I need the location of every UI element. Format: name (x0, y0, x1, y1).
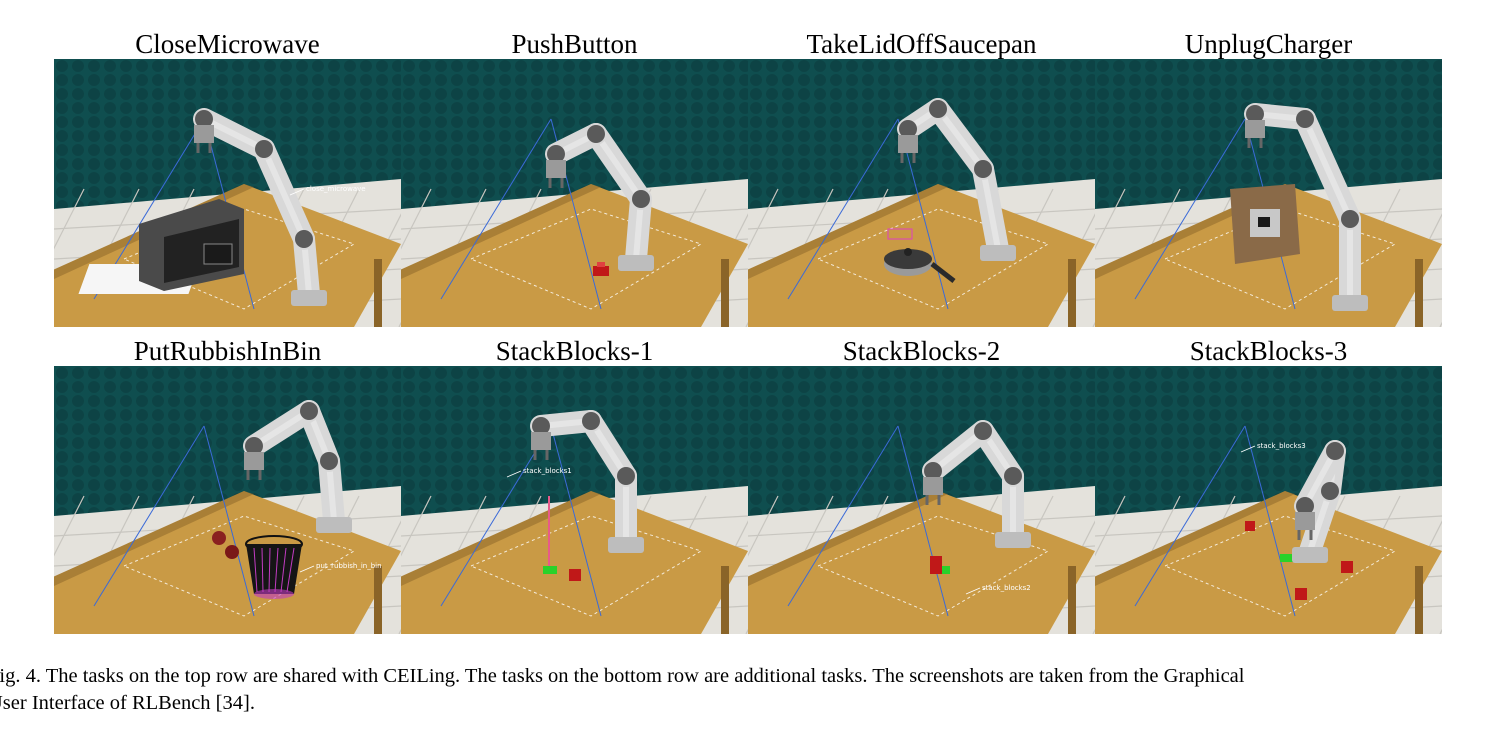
screenshot-stack-blocks-3: stack_blocks3 (1095, 366, 1442, 634)
figure: CloseMicrowave PushButton TakeLidOffSauc… (54, 29, 1442, 634)
svg-text:stack_blocks1: stack_blocks1 (523, 467, 572, 475)
svg-text:close_microwave: close_microwave (306, 185, 366, 193)
panel-title-put-rubbish-in-bin: PutRubbishInBin (133, 336, 322, 366)
screenshot-put-rubbish-in-bin: put_rubbish_in_bin (54, 366, 401, 634)
panel-title-stack-blocks-3: StackBlocks-3 (1189, 336, 1348, 366)
screenshot-stack-blocks-2: stack_blocks2 (748, 366, 1095, 634)
panel-title-stack-blocks-1: StackBlocks-1 (495, 336, 654, 366)
screenshot-push-button (401, 59, 748, 327)
panel-title-close-microwave: CloseMicrowave (135, 29, 320, 59)
panel-title-push-button: PushButton (511, 29, 638, 59)
svg-text:stack_blocks3: stack_blocks3 (1257, 442, 1306, 450)
caption-line-1: Fig. 4. The tasks on the top row are sha… (0, 665, 1245, 687)
svg-text:put_rubbish_in_bin: put_rubbish_in_bin (316, 562, 382, 570)
caption-line-2: User Interface of RLBench [34]. (0, 692, 255, 714)
svg-text:stack_blocks2: stack_blocks2 (982, 584, 1031, 592)
panel-title-unplug-charger: UnplugCharger (1184, 29, 1353, 59)
screenshot-stack-blocks-1: stack_blocks1 (401, 366, 748, 634)
figure-caption: Fig. 4. The tasks on the top row are sha… (0, 663, 1496, 717)
panel-title-take-lid-off-saucepan: TakeLidOffSaucepan (806, 29, 1037, 59)
screenshot-unplug-charger (1095, 59, 1442, 327)
screenshot-close-microwave: close_microwave (54, 59, 401, 327)
screenshot-take-lid-off-saucepan (748, 59, 1095, 327)
panel-title-stack-blocks-2: StackBlocks-2 (842, 336, 1001, 366)
